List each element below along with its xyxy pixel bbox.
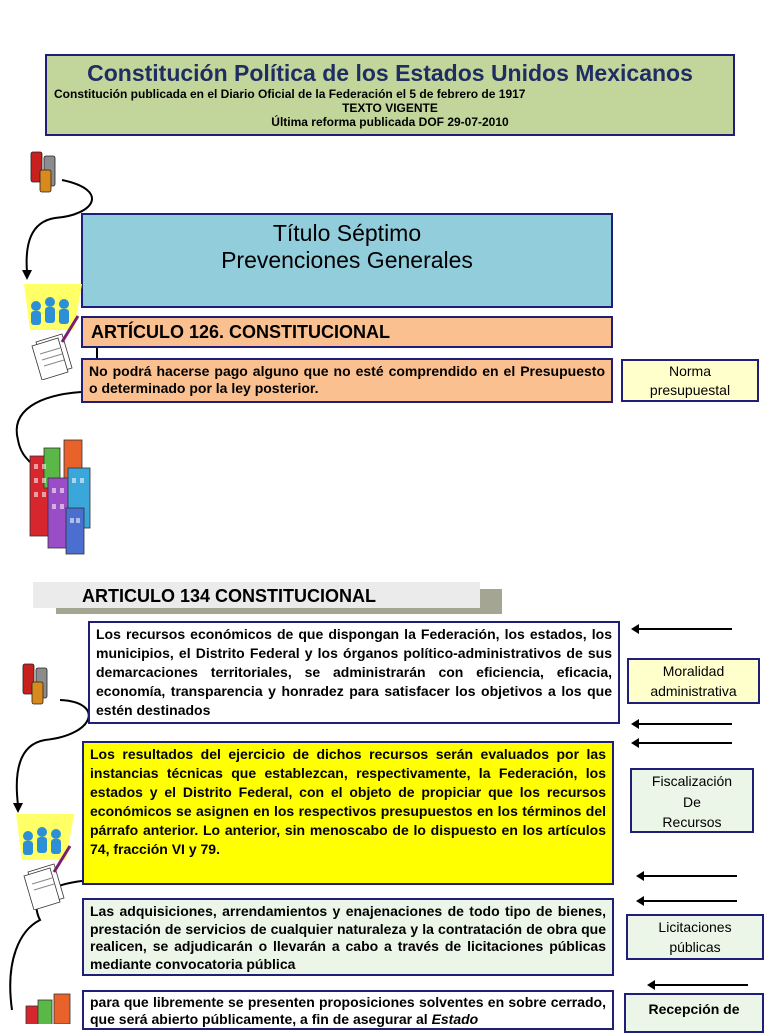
norma-presupuestal-tag: Norma presupuestal <box>621 359 759 402</box>
buildings-icon <box>28 438 98 558</box>
buildings-icon <box>24 992 80 1024</box>
tag-line: administrativa <box>629 681 758 701</box>
tag-line: De <box>632 792 752 813</box>
coins-icon <box>20 660 56 706</box>
last-reform-line: Última reforma publicada DOF 29-07-2010 <box>47 115 733 129</box>
tag-line: Moralidad <box>629 661 758 681</box>
left-arrow <box>638 628 732 630</box>
people-document-icon <box>14 812 76 910</box>
tag-line: Licitaciones <box>628 917 762 937</box>
tag-line: presupuestal <box>623 381 757 400</box>
document-title: Constitución Política de los Estados Uni… <box>47 60 733 87</box>
titulo-septimo-box: Título Séptimo Prevenciones Generales <box>81 213 613 308</box>
titulo-heading: Título Séptimo <box>83 220 611 247</box>
left-arrow <box>643 875 737 877</box>
licitaciones-tag: Licitaciones públicas <box>626 914 764 960</box>
left-arrow <box>654 984 748 986</box>
left-arrow <box>638 723 732 725</box>
publication-line: Constitución publicada en el Diario Ofic… <box>47 87 733 101</box>
articulo-134-paragraph: Los resultados del ejercicio de dichos r… <box>82 741 614 885</box>
coins-icon <box>28 148 64 194</box>
left-arrow <box>643 900 737 902</box>
tag-line: públicas <box>628 937 762 957</box>
titulo-subheading: Prevenciones Generales <box>83 247 611 274</box>
recepcion-tag: Recepción de <box>624 993 764 1033</box>
tag-line: Fiscalización <box>632 771 752 792</box>
people-document-icon <box>22 282 84 380</box>
articulo-134-heading: ARTICULO 134 CONSTITUCIONAL <box>82 584 376 608</box>
texto-vigente-line: TEXTO VIGENTE <box>47 101 733 115</box>
tag-line: Recepción de <box>626 999 762 1019</box>
moralidad-administrativa-tag: Moralidad administrativa <box>627 658 760 704</box>
left-arrow <box>638 742 732 744</box>
articulo-134-paragraph: Los recursos económicos de que dispongan… <box>88 621 620 724</box>
articulo-126-text: No podrá hacerse pago alguno que no esté… <box>81 358 613 403</box>
tag-line: Norma <box>623 362 757 381</box>
tag-line: Recursos <box>632 812 752 833</box>
articulo-134-paragraph: para que libremente se presenten proposi… <box>82 990 614 1030</box>
articulo-134-paragraph: Las adquisiciones, arrendamientos y enaj… <box>82 898 614 976</box>
document-header: Constitución Política de los Estados Uni… <box>45 54 735 136</box>
articulo-126-heading: ARTÍCULO 126. CONSTITUCIONAL <box>81 316 613 348</box>
fiscalizacion-tag: Fiscalización De Recursos <box>630 768 754 833</box>
